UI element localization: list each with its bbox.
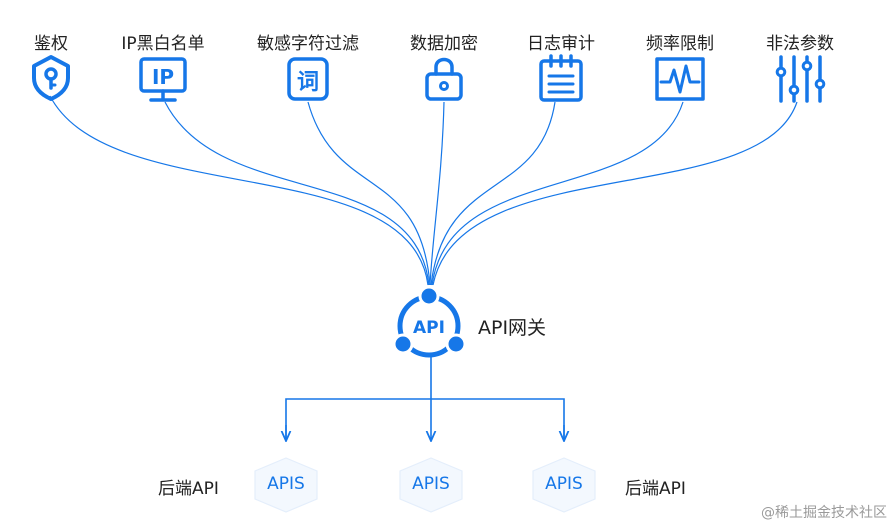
api-hexagon xyxy=(254,457,318,513)
gateway-logo-icon: API xyxy=(392,285,467,358)
connector-line xyxy=(430,101,556,286)
feature-connectors xyxy=(49,95,798,286)
svg-text:IP: IP xyxy=(152,65,174,89)
feature-label-encryption: 数据加密 xyxy=(410,34,478,54)
connector-line xyxy=(432,101,798,286)
connector-line xyxy=(431,101,684,286)
api-hexagon xyxy=(532,457,596,513)
api-label-left: APIS xyxy=(267,474,305,494)
api-label-right: APIS xyxy=(545,474,583,494)
api-hexagon xyxy=(399,457,463,513)
api-label-center: APIS xyxy=(412,474,450,494)
feature-label-ip-list: IP黑白名单 xyxy=(121,34,205,54)
feature-label-illegal-params: 非法参数 xyxy=(766,34,834,54)
waveform-icon xyxy=(655,57,705,101)
watermark: @稀土掘金技术社区 xyxy=(761,505,887,521)
gateway-logo-text: API xyxy=(413,318,445,338)
ip-monitor-icon: IP xyxy=(139,57,187,102)
feature-label-sensitive-filter: 敏感字符过滤 xyxy=(257,34,359,54)
sliders-icon xyxy=(775,55,826,103)
shield-key-icon xyxy=(32,55,70,101)
api-hexagons xyxy=(254,457,596,513)
connector-line xyxy=(164,101,430,286)
backend-label-left: 后端API xyxy=(158,479,219,499)
word-icon: 词 xyxy=(287,57,329,101)
api-connectors xyxy=(286,356,564,441)
connector-bracket xyxy=(285,398,565,441)
connector-line xyxy=(307,101,431,286)
backend-label-right: 后端API xyxy=(625,479,686,499)
gateway-label: API网关 xyxy=(478,317,547,339)
feature-label-auth: 鉴权 xyxy=(34,34,68,54)
feature-label-log-audit: 日志审计 xyxy=(527,34,595,54)
notepad-icon xyxy=(539,54,583,102)
connector-line xyxy=(49,95,429,286)
lock-icon xyxy=(425,57,463,101)
svg-text:词: 词 xyxy=(297,70,319,95)
connector-line xyxy=(429,101,445,286)
feature-label-rate-limit: 频率限制 xyxy=(646,34,714,54)
